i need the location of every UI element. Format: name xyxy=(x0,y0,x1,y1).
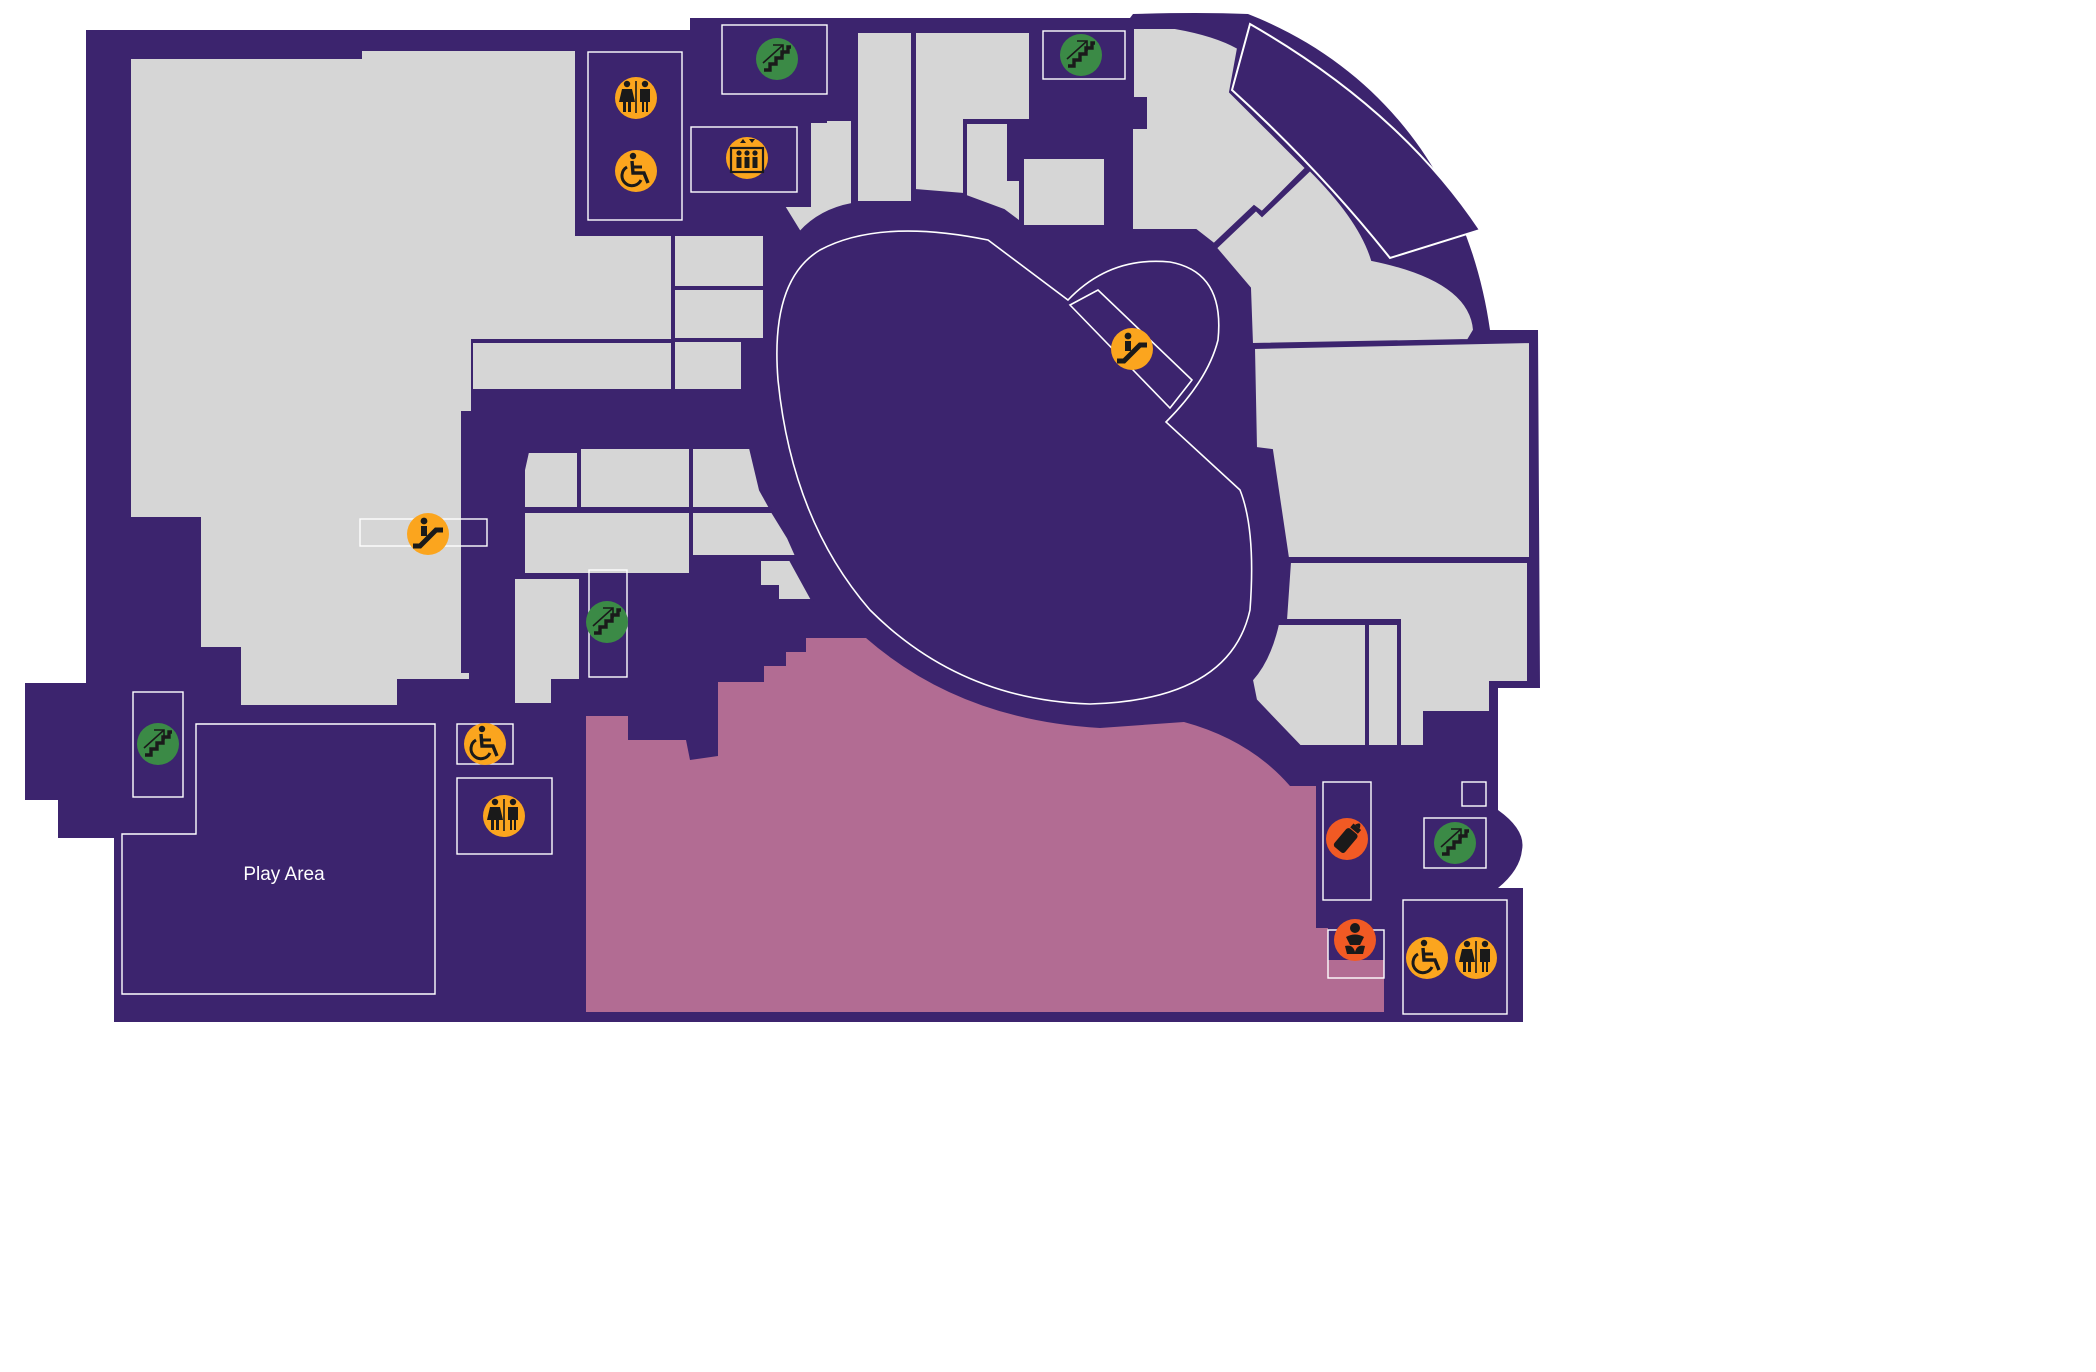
shop-unit xyxy=(965,122,1021,224)
shop-units xyxy=(129,27,1531,747)
shop-unit xyxy=(523,451,579,509)
stairs-icon[interactable] xyxy=(1434,822,1476,864)
shop-unit xyxy=(1367,623,1399,747)
stairs-icon[interactable] xyxy=(756,38,798,80)
restroom-icon[interactable] xyxy=(615,77,657,119)
arc-kiosk xyxy=(1230,22,1482,260)
shop-unit xyxy=(691,511,798,557)
shop-unit xyxy=(759,559,814,601)
shop-unit xyxy=(856,31,913,203)
amenity-icons xyxy=(137,34,1497,979)
wheelchair-icon[interactable] xyxy=(615,150,657,192)
restroom-icon[interactable] xyxy=(483,795,525,837)
shop-unit xyxy=(673,340,743,391)
shop-unit xyxy=(1284,561,1529,747)
wheelchair-icon[interactable] xyxy=(464,723,506,765)
shop-unit xyxy=(1214,168,1476,346)
shop-unit xyxy=(1022,157,1106,227)
atrium xyxy=(776,230,1253,705)
wheelchair-icon[interactable] xyxy=(1406,937,1448,979)
shop-unit xyxy=(691,447,772,509)
highlight-area xyxy=(586,638,1384,1012)
shop-unit xyxy=(129,49,673,707)
baby-change-icon[interactable] xyxy=(1334,919,1376,961)
escalator-icon[interactable] xyxy=(407,513,449,555)
shop-unit xyxy=(1250,623,1367,747)
shop-unit xyxy=(513,577,581,705)
stairs-icon[interactable] xyxy=(137,723,179,765)
shop-unit xyxy=(523,511,691,575)
stairs-icon[interactable] xyxy=(1060,34,1102,76)
shop-unit xyxy=(782,119,853,234)
play-area-label: Play Area xyxy=(243,864,325,885)
shop-unit xyxy=(471,341,673,391)
escalator-icon[interactable] xyxy=(1111,328,1153,370)
shop-unit xyxy=(673,234,765,288)
elevator-icon[interactable] xyxy=(726,137,768,179)
shop-unit xyxy=(1252,340,1531,559)
baby-bottle-icon[interactable] xyxy=(1326,818,1368,860)
shop-unit xyxy=(1131,27,1308,246)
restroom-icon[interactable] xyxy=(1455,937,1497,979)
shop-unit xyxy=(914,31,1031,196)
shop-unit xyxy=(673,288,765,340)
stairs-icon[interactable] xyxy=(586,601,628,643)
shop-unit xyxy=(579,447,691,509)
